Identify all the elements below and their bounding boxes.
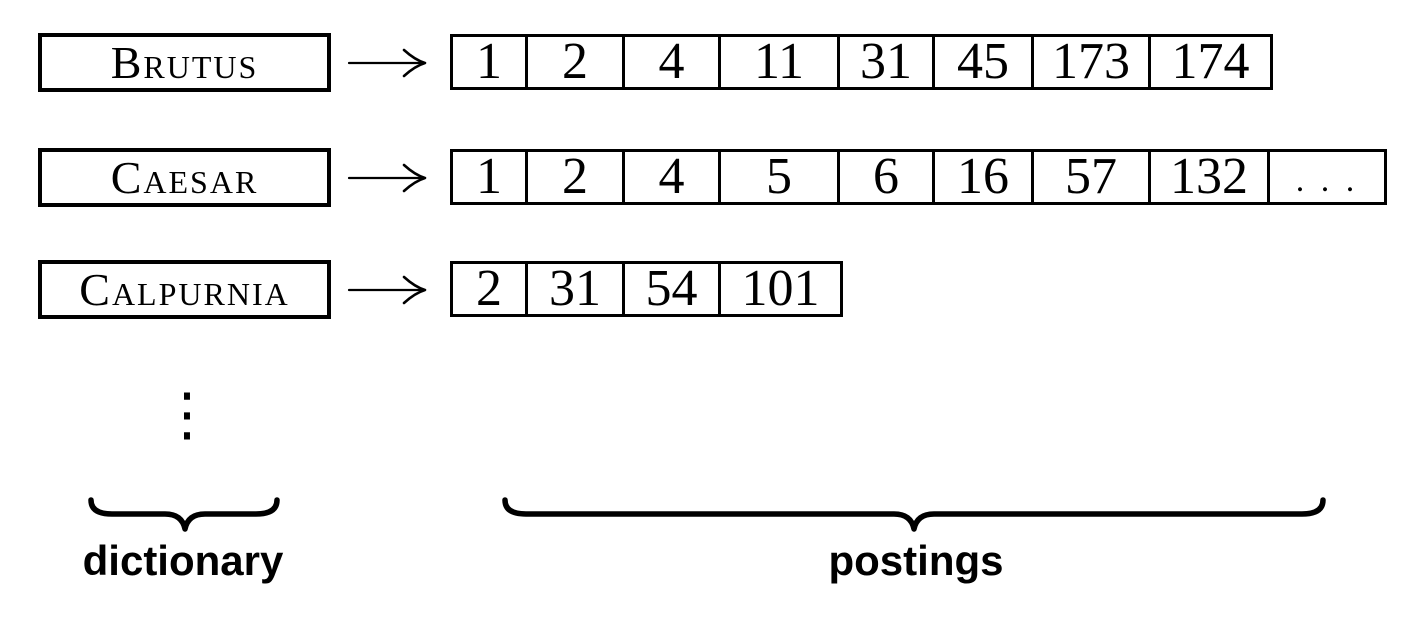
index-row-brutus: Brutus 1 2 4 11 31 45 173 174: [0, 33, 1415, 92]
postings-cell: 1: [453, 151, 528, 203]
long-right-arrow-icon: [347, 163, 427, 192]
postings-cell: 4: [625, 36, 721, 88]
postings-cell: 1: [453, 36, 528, 88]
postings-list-brutus: 1 2 4 11 31 45 173 174: [450, 34, 1273, 90]
postings-cell: 16: [935, 151, 1034, 203]
postings-cell: 173: [1034, 36, 1151, 88]
dictionary-term-box-caesar: Caesar: [38, 148, 331, 207]
postings-label: postings: [828, 537, 1004, 584]
index-row-calpurnia: Calpurnia 2 31 54 101: [0, 260, 1415, 319]
postings-cell: 2: [528, 151, 625, 203]
dictionary-label: dictionary: [82, 537, 284, 584]
postings-cell: 2: [528, 36, 625, 88]
postings-cell: 57: [1034, 151, 1151, 203]
postings-cell: 11: [721, 36, 840, 88]
postings-cell-ellipsis: . . .: [1295, 162, 1359, 199]
long-right-arrow-icon: [347, 48, 427, 77]
postings-cell: 31: [528, 263, 625, 315]
postings-cell: 6: [840, 151, 935, 203]
underbrace-dictionary: [88, 497, 280, 532]
underbrace-postings: [502, 497, 1326, 532]
dictionary-term-box-calpurnia: Calpurnia: [38, 260, 331, 319]
postings-cell: 45: [935, 36, 1034, 88]
postings-cell: 2: [453, 263, 528, 315]
postings-cell: 4: [625, 151, 721, 203]
vertical-ellipsis: ⋮: [158, 380, 216, 448]
postings-cell: 101: [741, 260, 820, 317]
postings-cell: 174: [1171, 33, 1250, 90]
postings-cell: 31: [840, 36, 935, 88]
term-label-calpurnia: Calpurnia: [79, 263, 290, 315]
postings-cell: 132: [1151, 151, 1270, 203]
dictionary-term-box-brutus: Brutus: [38, 33, 331, 92]
postings-cell: 54: [625, 263, 721, 315]
long-right-arrow-icon: [347, 275, 427, 304]
postings-list-caesar: 1 2 4 5 6 16 57 132 . . .: [450, 149, 1387, 205]
postings-cell: 5: [721, 151, 840, 203]
term-label-brutus: Brutus: [110, 36, 259, 88]
postings-list-calpurnia: 2 31 54 101: [450, 261, 843, 317]
term-label-caesar: Caesar: [110, 151, 259, 203]
index-row-caesar: Caesar 1 2 4 5 6 16 57 132 . . .: [0, 148, 1415, 207]
